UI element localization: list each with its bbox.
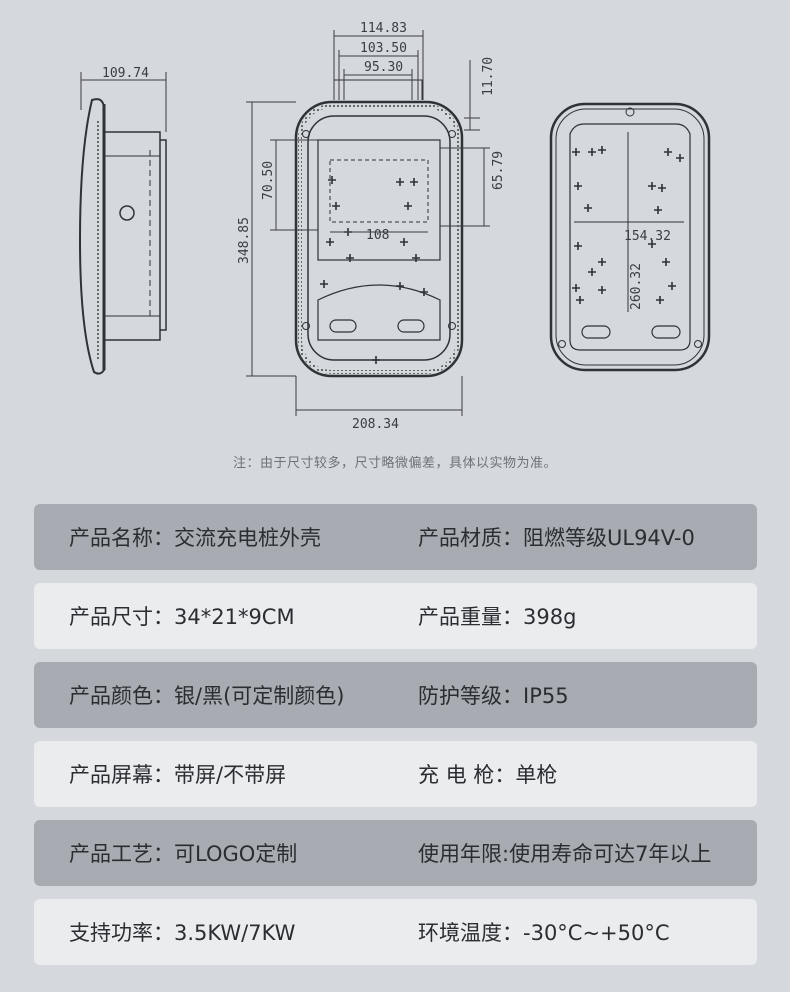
spec-row: 产品屏幕：带屏/不带屏 充 电 枪：单枪: [34, 741, 757, 807]
spec-material: 产品材质：阻燃等级UL94V-0: [418, 526, 695, 550]
spec-size: 产品尺寸：34*21*9CM: [69, 605, 295, 629]
technical-drawing: 109.74: [78, 21, 711, 432]
spec-screen: 产品屏幕：带屏/不带屏: [69, 763, 287, 787]
dim-front-total-h: 348.85: [237, 217, 252, 264]
dim-front-h2: 65.79: [491, 151, 506, 190]
spec-gun: 充 电 枪：单枪: [418, 763, 558, 787]
dim-front-w3: 95.30: [364, 60, 403, 75]
spec-row: 产品名称：交流充电桩外壳 产品材质：阻燃等级UL94V-0: [34, 504, 757, 570]
spec-lifespan: 使用年限:使用寿命可达7年以上: [418, 842, 712, 866]
dim-side-width: [80, 72, 167, 132]
spec-color: 产品颜色：银/黑(可定制颜色): [69, 684, 345, 708]
dim-side-width-label: 109.74: [102, 66, 149, 81]
dim-front-h1: 70.50: [261, 161, 276, 200]
spec-protection: 防护等级：IP55: [418, 684, 569, 708]
dim-front-h-small: 11.70: [481, 57, 496, 96]
dim-back-h: 260.32: [629, 263, 644, 310]
dim-back-w: 154.32: [624, 229, 671, 244]
side-view: [78, 98, 167, 375]
front-dimension-lines: [246, 30, 490, 416]
spec-row: 产品尺寸：34*21*9CM 产品重量：398g: [34, 583, 757, 649]
spec-row: 产品颜色：银/黑(可定制颜色) 防护等级：IP55: [34, 662, 757, 728]
dim-front-w1: 114.83: [360, 21, 407, 36]
back-view: [549, 102, 711, 372]
dim-front-inner-w: 108: [366, 228, 389, 243]
spec-power: 支持功率：3.5KW/7KW: [69, 921, 296, 945]
spec-row: 支持功率：3.5KW/7KW 环境温度：-30°C~+50°C: [34, 899, 757, 965]
dim-front-total-w: 208.34: [352, 417, 399, 432]
front-view: [294, 79, 464, 378]
spec-name: 产品名称：交流充电桩外壳: [69, 526, 321, 550]
spec-row: 产品工艺：可LOGO定制 使用年限:使用寿命可达7年以上: [34, 820, 757, 886]
spec-weight: 产品重量：398g: [418, 605, 577, 629]
disclaimer-note: 注：由于尺寸较多，尺寸略微偏差，具体以实物为准。: [232, 456, 557, 471]
spec-table: 产品名称：交流充电桩外壳 产品材质：阻燃等级UL94V-0 产品尺寸：34*21…: [34, 504, 757, 978]
spec-process: 产品工艺：可LOGO定制: [69, 842, 298, 866]
spec-temperature: 环境温度：-30°C~+50°C: [418, 921, 670, 945]
dim-front-w2: 103.50: [360, 41, 407, 56]
